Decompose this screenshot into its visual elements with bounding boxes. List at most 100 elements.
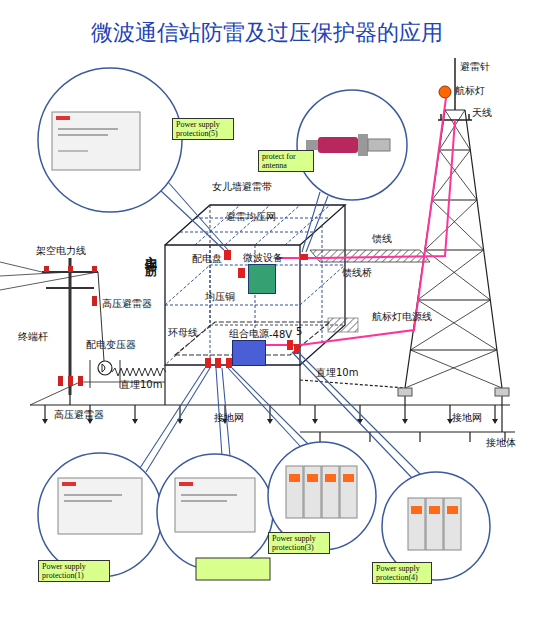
protector-device (52, 112, 255, 534)
ground-rod-tip (42, 419, 498, 424)
building-frame (165, 205, 345, 365)
spd-module (426, 498, 443, 550)
leader-line (302, 192, 328, 252)
label-box: Power supply protection(3) (268, 532, 330, 554)
protector-device (56, 116, 70, 120)
protector-device (62, 482, 76, 486)
arrester-symbol (92, 266, 97, 272)
spd-module (286, 466, 303, 518)
spd-window (343, 474, 354, 482)
transformer-symbol (102, 364, 105, 372)
empty-tag (196, 558, 270, 580)
feeder-bridge (328, 318, 358, 332)
node-text: protect for antenna (262, 152, 310, 170)
tower (454, 58, 456, 110)
buried-cable (112, 368, 166, 376)
callout-circle (38, 68, 490, 580)
node-text: Power supply protection(4) (376, 564, 428, 582)
node-text: Power supply protection(3) (272, 534, 326, 552)
node-text: Power supply protection(5) (176, 120, 230, 138)
label-box: Power supply protection(4) (372, 562, 432, 584)
power-pole (0, 262, 98, 290)
label-box: Power supply protection(5) (172, 118, 234, 140)
ground-network (300, 380, 405, 388)
protector-device (64, 500, 112, 502)
arrester-symbol (78, 376, 83, 386)
node-text: 组合电源 (229, 327, 269, 341)
callout-circle (38, 68, 182, 212)
transformer-symbol (98, 361, 112, 375)
spd-window (429, 506, 440, 514)
label-box: protect for antenna (258, 150, 314, 172)
beacon-lamp (439, 86, 451, 98)
part-label: 均压铜 (205, 290, 235, 304)
part-label: 避雷均压网 (226, 210, 276, 224)
protector-device (58, 150, 88, 152)
arrester-symbol (68, 376, 73, 386)
device-box: 组合电源-48V (232, 340, 266, 366)
building-frame (165, 205, 345, 365)
arrester-symbol (58, 376, 63, 386)
node-text: Power supply protection(1) (42, 562, 106, 580)
spd-marker (238, 268, 245, 278)
ground-network (30, 365, 515, 442)
part-label: 女儿墙避雷带 (212, 180, 272, 194)
arrester-symbol (92, 296, 97, 306)
arrester-symbol (44, 266, 49, 272)
callout-circle (38, 453, 162, 577)
lightning-grid (165, 225, 345, 345)
ground-network (300, 432, 515, 442)
part-label: 主钢筋 (142, 246, 159, 258)
leader-line (140, 182, 420, 478)
part-label: 直埋10m (316, 366, 358, 380)
spd-marker (287, 340, 293, 350)
spd-marker (215, 358, 221, 368)
transformer-symbol (98, 361, 112, 375)
part-label: 配电盘 (192, 252, 222, 266)
spd-marker (224, 250, 231, 260)
part-label: 航标灯电源线 (372, 310, 432, 324)
spd-window (289, 474, 458, 514)
building-frame (165, 245, 300, 365)
antenna-protector (358, 134, 368, 156)
part-label: 环母线 (168, 326, 198, 340)
part-label: 天线 (472, 106, 492, 120)
part-label: 馈线桥 (342, 266, 372, 280)
diagram-title: 微波通信站防雷及过压保护器的应用 (0, 18, 533, 48)
ground-network (45, 405, 495, 419)
part-label: 高压避雷器 (102, 297, 152, 311)
part-label: 5 (296, 326, 302, 337)
tower (405, 58, 502, 388)
tower-foundation (398, 388, 509, 396)
empty-tag (196, 558, 270, 580)
power-pole (69, 258, 72, 395)
spd-marker (205, 358, 211, 368)
buried-cable (112, 368, 166, 376)
part-label: 直埋10m (120, 378, 162, 392)
arrester-symbol (68, 266, 73, 272)
part-label: 配电变压器 (86, 338, 136, 352)
tower-foundation (398, 388, 412, 396)
part-label: 接地网 (214, 411, 244, 425)
part-label: 高压避雷器 (54, 408, 104, 422)
power-pole (0, 258, 120, 395)
part-label: 接地体 (486, 436, 516, 450)
part-label: 避雷针 (460, 60, 490, 74)
spd-marker (300, 254, 308, 260)
spd-window (325, 474, 336, 482)
part-label: 接地网 (452, 411, 482, 425)
part-label: 终端杆 (18, 330, 48, 344)
label-box: Power supply protection(1) (38, 560, 110, 582)
spd-window (411, 506, 422, 514)
antenna-protector (306, 134, 390, 156)
protector-device (179, 482, 193, 486)
leader-line (228, 368, 308, 446)
spd-module (340, 466, 357, 518)
protector-device (58, 478, 142, 534)
device-box: 微波设备 (248, 264, 276, 294)
protector-device (58, 134, 108, 136)
tower-foundation (495, 388, 509, 396)
beacon-lamp (439, 86, 451, 98)
building-frame (165, 205, 345, 245)
